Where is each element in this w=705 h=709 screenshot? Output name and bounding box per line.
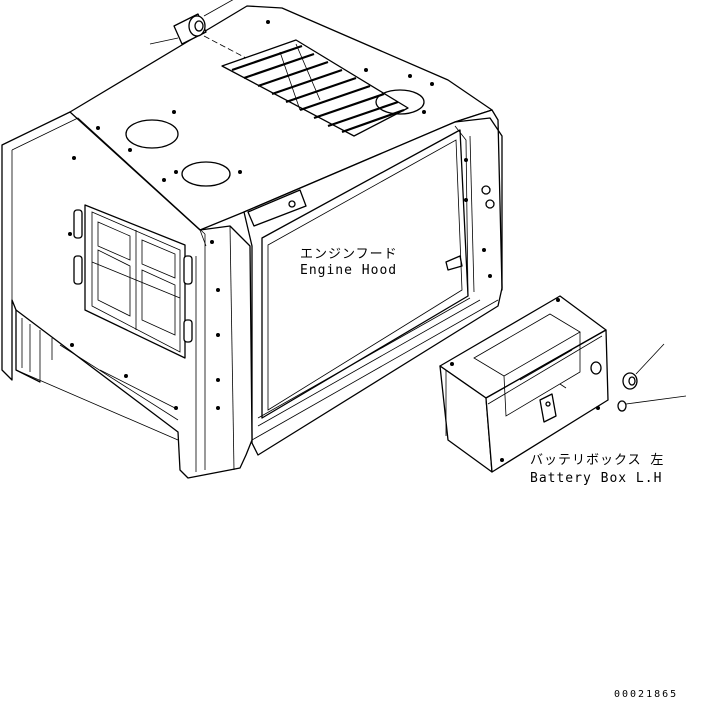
engine-hood xyxy=(1,5,503,479)
hood-front-frame xyxy=(1,111,253,479)
hood-cap-part xyxy=(149,0,247,59)
battery-box-label-en: Battery Box L.H xyxy=(530,471,662,486)
battery-box-label-jp: バッテリボックス 左 xyxy=(530,453,664,468)
engine-hood-label-jp: エンジンフード xyxy=(300,247,398,262)
battery-box xyxy=(439,295,609,473)
top-vent-grille xyxy=(221,39,409,137)
battery-cap-part xyxy=(617,343,687,412)
engine-hood-label-en: Engine Hood xyxy=(300,263,397,278)
front-grille xyxy=(84,204,186,359)
drawing-number: 00021865 xyxy=(614,689,678,700)
hood-rear-wall xyxy=(243,109,503,456)
